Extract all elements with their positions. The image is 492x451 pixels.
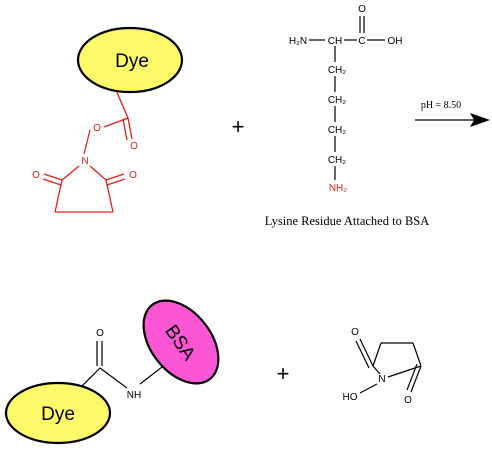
dye-bsa-conjugate: O NH BSA Dye [4,299,220,445]
plus-sign-top: + [232,114,245,139]
atom-ho: HO [343,392,358,403]
reaction-condition: pH = 8.50 [421,100,461,111]
bond-n-oh [359,383,378,394]
reaction-arrow: pH = 8.50 [415,100,490,127]
atom-nh2: NH₂ [329,183,347,194]
bond-c5-o [105,173,125,181]
atom-ch2-3: CH₂ [328,125,346,136]
bond-carbonyl-ester-o [103,117,129,128]
atom-carbonyl-o: O [130,141,138,152]
atom-o-bottom: O [404,395,412,406]
atom-n: N [81,156,88,167]
dye-blob [76,26,184,94]
atom-amide-nh: NH [127,390,141,401]
bond-c2-o-2 [355,340,370,369]
atom-n: N [378,374,385,385]
bond-c2-c3 [372,342,382,367]
bond-c5-o-double [106,178,126,186]
atom-ch2-1: CH₂ [328,65,346,76]
plus-sign-bottom: + [277,361,290,386]
bond-c2-o-1 [359,338,374,367]
atom-carbonyl-o: O [358,4,366,15]
bond-carbonyl-o-2 [122,118,128,141]
bond-carbonyl-o-1 [127,117,133,140]
arrow-head [470,113,490,127]
atom-h2n: H₂N [289,36,307,47]
atom-o-left: O [32,170,40,181]
atom-ch2-4: CH₂ [328,155,346,166]
atom-oh: OH [388,36,403,47]
bond-carbonyl-nh [99,367,128,389]
bond-n-c2 [61,165,80,181]
atom-ester-o: O [93,123,101,134]
atom-amide-o: O [96,328,104,339]
bond-c5-o-2 [406,363,418,391]
bond-n-c5 [89,165,107,181]
lysine-caption: Lysine Residue Attached to BSA [265,214,430,228]
atom-o-right: O [129,170,137,181]
atom-ch: CH [328,36,342,47]
dye-blob [4,381,112,445]
dye-label: Dye [115,51,149,72]
bond-ester-o-n [83,129,91,155]
n-hydroxysuccinimide: O N HO O [343,327,422,406]
lysine-residue: O H₂N CH C OH CH₂ CH₂ CH₂ CH₂ NH₂ Lysine… [265,4,430,228]
bond-nh-bsa [139,366,163,385]
atom-c: C [358,36,365,47]
atom-ch2-2: CH₂ [328,95,346,106]
bond-c5-o-1 [410,365,422,393]
bond-c2-o [43,173,63,181]
bsa-blob [142,299,220,385]
bond-c2-n [372,365,381,375]
dye-nhs-ester: O O N O O Dye [32,26,184,213]
bond-c2-o-double [42,178,62,186]
atom-o-top: O [351,327,359,338]
dye-label: Dye [41,404,75,425]
bond-c4-c5 [412,342,422,367]
